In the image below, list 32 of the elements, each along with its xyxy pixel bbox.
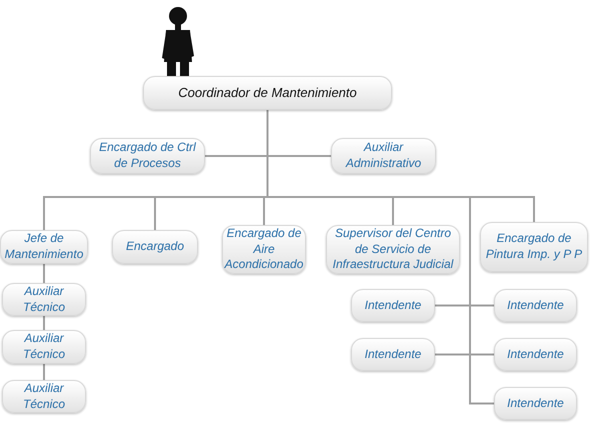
position-box: [2, 330, 86, 364]
position-title: Auxiliar Técnico: [22, 380, 66, 412]
position-box: [494, 289, 577, 322]
position-box: [143, 76, 392, 110]
position-title: Encargado de Aire Acondicionado: [223, 226, 304, 273]
position-title: Auxiliar Administrativo: [344, 140, 422, 172]
position-box: [112, 230, 198, 264]
connector-line: [43, 364, 45, 380]
position-title: Encargado de Pintura Imp. y P P: [484, 231, 584, 263]
position-title: Intendente: [364, 298, 422, 314]
position-title: Jefe de Mantenimiento: [4, 231, 84, 263]
position-box: [90, 138, 205, 174]
position-title: Auxiliar Técnico: [22, 331, 66, 363]
position-title: Intendente: [506, 396, 565, 412]
position-title: Coordinador de Mantenimiento: [177, 84, 358, 102]
position-box: [494, 387, 577, 420]
position-title: Supervisor del Centro de Servicio de Infraestructura Judicial: [332, 226, 454, 273]
position-box: [351, 338, 435, 371]
position-title: Intendente: [364, 346, 422, 362]
position-title: Auxiliar Técnico: [22, 284, 66, 316]
position-title: Intendente: [506, 298, 565, 314]
position-box: [351, 289, 435, 322]
connector-line: [43, 264, 45, 283]
position-title: Encargado de Ctrl de Procesos: [98, 140, 197, 172]
connector-line: [43, 316, 45, 330]
position-box: [494, 338, 577, 371]
position-box: [331, 138, 436, 174]
position-title: Encargado: [124, 239, 186, 255]
position-box: [480, 222, 588, 272]
position-title: Intendente: [506, 346, 565, 362]
position-box: [2, 283, 86, 316]
position-box: [2, 380, 86, 413]
